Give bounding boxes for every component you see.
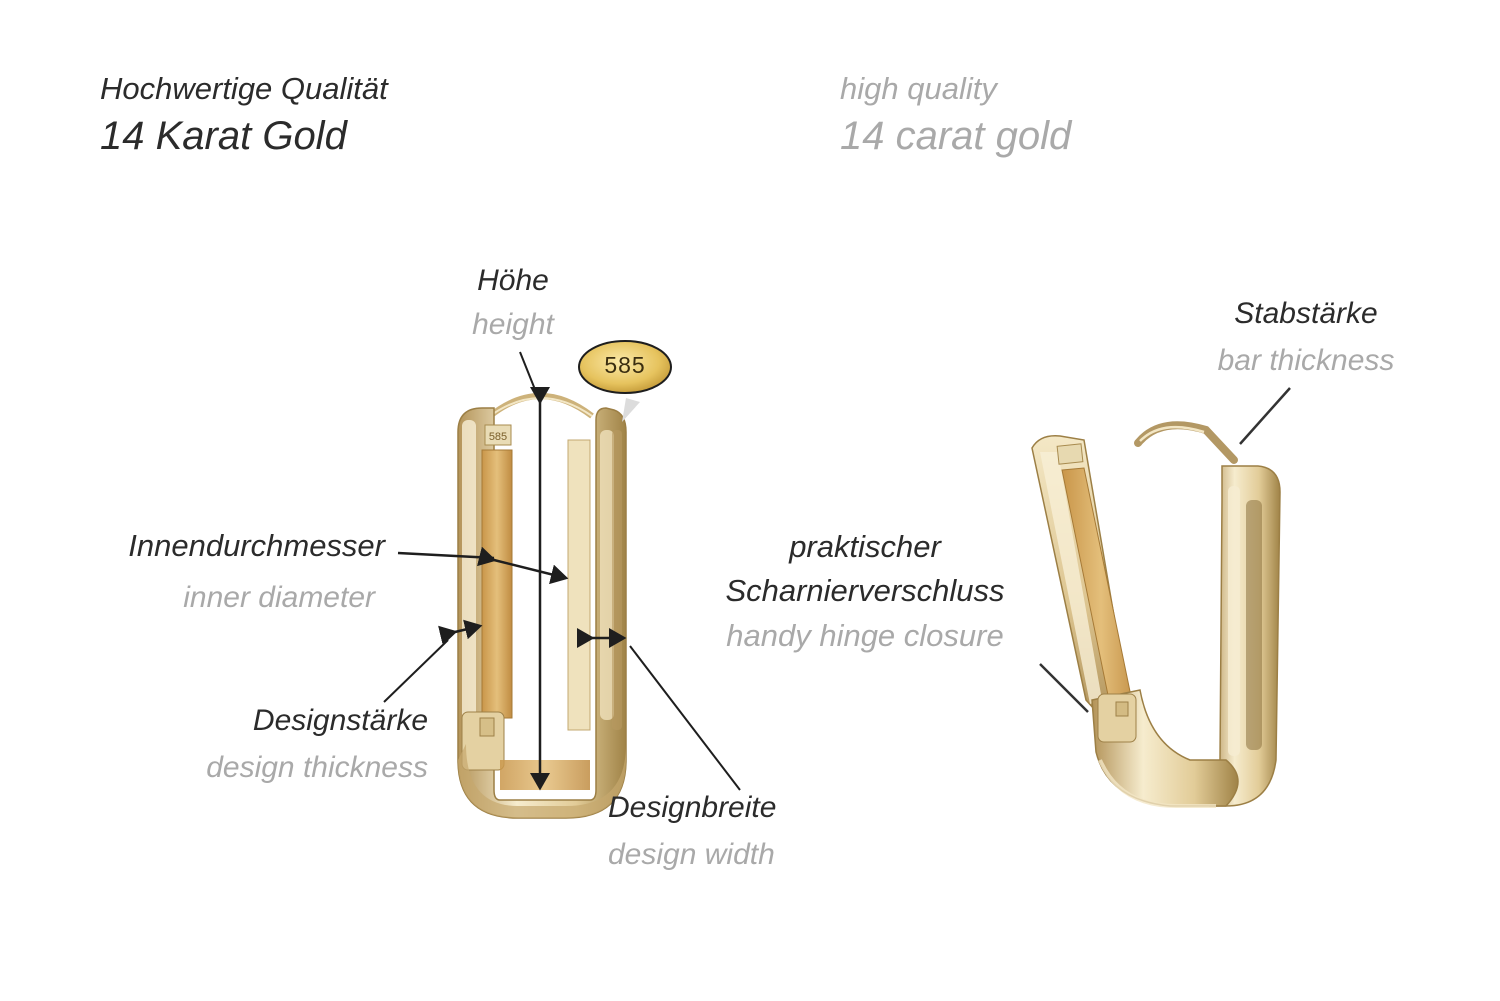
bar-thickness-leader-line [1239,387,1291,445]
label-height-de: Höhe [477,264,549,297]
label-design-thickness-en: design thickness [206,751,428,784]
stamp-badge [578,340,672,394]
header-de-line1: Hochwertige Qualität [100,71,388,106]
label-design-thickness-de: Designstärke [252,704,428,737]
label-bar-thickness-en: bar thickness [1217,344,1395,377]
height-leader-line [519,351,541,403]
open-earring [1031,421,1281,808]
label-design-width-de: Designbreite [608,791,777,824]
header-de-line2: 14 Karat Gold [100,114,347,158]
design-width-leader-line [629,645,741,791]
svg-text:585: 585 [489,431,507,443]
hinge-leader-line [1039,663,1089,713]
closed-earring: 585 [457,393,627,819]
measure-inner-diameter-arrow [477,546,569,585]
label-inner-diameter-de: Innendurchmesser [128,528,385,563]
measure-design-thickness-arrow [438,619,483,646]
header-en-line1: high quality [840,71,997,106]
label-hinge-en: handy hinge closure [726,618,1004,653]
stamp-callout-pointer [622,398,640,422]
label-hinge-de-line1: praktischer [789,529,941,564]
label-inner-diameter-en: inner diameter [183,581,375,614]
design-thickness-leader-line [383,639,449,703]
inner-diameter-leader-line [397,551,495,560]
stamp-text: 585 [604,352,646,378]
label-bar-thickness-de: Stabstärke [1234,297,1378,330]
label-height-en: height [472,308,554,341]
header-en-line2: 14 carat gold [840,114,1072,158]
label-hinge-de-line2: Scharnierverschluss [725,573,1005,608]
label-design-width-en: design width [608,838,775,871]
